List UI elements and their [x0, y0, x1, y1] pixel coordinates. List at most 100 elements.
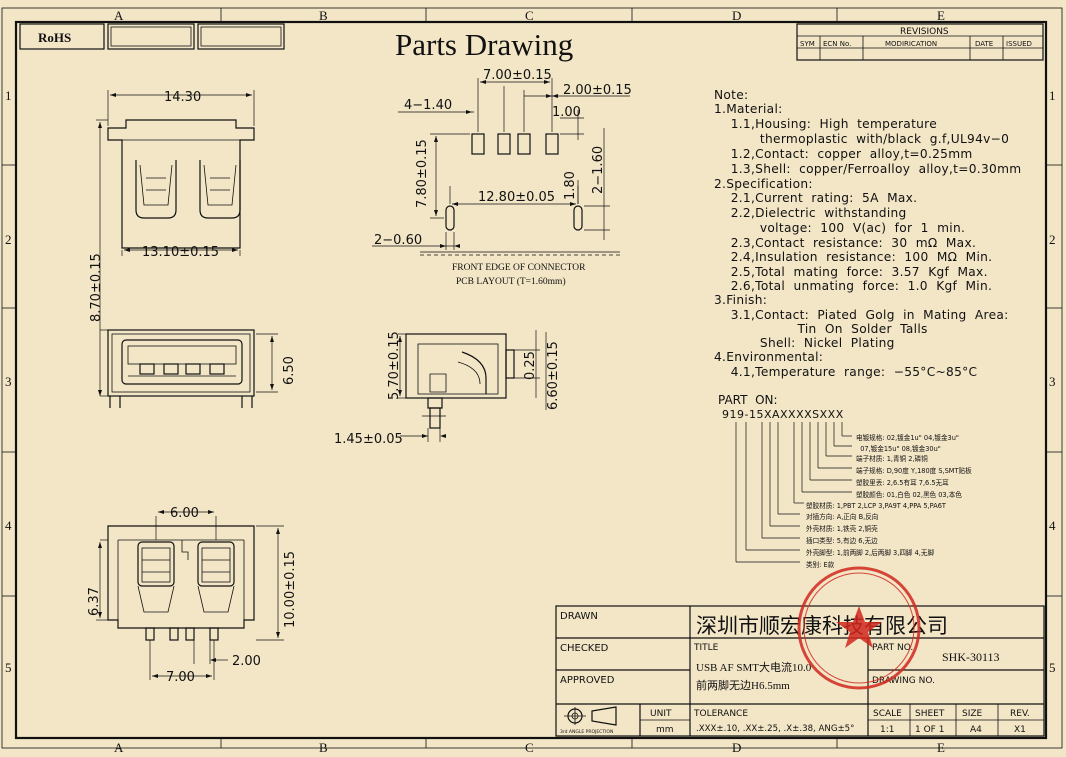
dim-top-width: 14.30 — [164, 90, 201, 105]
col-d-top: D — [732, 8, 741, 23]
part-on-label: PART ON: — [718, 393, 778, 407]
note-line: Tin On Solder Talls — [714, 322, 928, 336]
note-line: 3.Finish: — [714, 293, 768, 307]
dim-pcb-180: 1.80 — [563, 171, 578, 200]
note-line: 2.2,Dielectric withstanding — [714, 206, 907, 220]
rohs-label: RoHS — [38, 30, 71, 45]
dim-pcb-260: 2−0.60 — [374, 233, 422, 248]
row-5-left: 5 — [5, 660, 12, 675]
dim-pcb-100: 1.00 — [552, 105, 581, 120]
note-line: 2.5,Total mating force: 3.57 Kgf Max. — [714, 265, 988, 279]
revisions-title: REVISIONS — [900, 27, 949, 37]
bottom-view — [96, 510, 284, 680]
border-ticks — [2, 8, 1062, 748]
dim-pcb-160: 2−1.60 — [591, 146, 606, 194]
rev-col-issued: ISSUED — [1006, 40, 1032, 48]
note-line: Shell: Nickel Plating — [714, 336, 895, 350]
label-part-no: PART NO. — [872, 643, 913, 653]
top-view — [107, 90, 255, 256]
row-4-left: 4 — [5, 518, 12, 533]
row-5-right: 5 — [1049, 660, 1056, 675]
legend-item: 塑胶颜色: 01,白色 02,黑色 03,本色 — [856, 491, 962, 499]
dim-height-650: 6.50 — [282, 356, 297, 385]
label-unit: UNIT — [650, 709, 672, 719]
legend-item: 电镀规格: 02,镀金1u" 04,镀金3u" — [856, 434, 959, 442]
col-a-top: A — [114, 8, 124, 23]
part-no-value: SHK-30113 — [942, 650, 1000, 664]
row-1-left: 1 — [5, 88, 12, 103]
rev-col-sym: SYM — [800, 40, 815, 48]
dim-pcb-4x140: 4−1.40 — [404, 98, 452, 113]
label-rev: REV. — [1010, 709, 1030, 719]
dim-pcb-200: 2.00±0.15 — [563, 83, 632, 98]
dim-bottom-1000: 10.00±0.15 — [283, 551, 298, 628]
dim-pcb-780: 7.80±0.15 — [415, 139, 430, 208]
note-line: 2.6,Total unmating force: 1.0 Kgf Min. — [714, 279, 993, 293]
dim-bottom-700: 7.00 — [166, 670, 195, 685]
label-tolerance: TOLERANCE — [693, 709, 748, 719]
col-b-top: B — [319, 8, 328, 23]
col-c-bottom: C — [525, 740, 534, 755]
outer-border — [1, 7, 1063, 749]
note-line: 4.1,Temperature range: −55°C~85°C — [714, 365, 978, 379]
inner-border — [14, 20, 1048, 740]
label-checked: CHECKED — [560, 643, 609, 654]
scale-value: 1:1 — [880, 725, 894, 735]
legend-item: 类别: E款 — [806, 561, 835, 569]
note-line: 2.4,Insulation resistance: 100 MΩ Min. — [714, 250, 993, 264]
projection-label: 3rd ANGLE PROJECTION — [560, 729, 613, 735]
row-4-right: 4 — [1049, 518, 1056, 533]
legend-item: 端子材质: 1,青铜 2,磷铜 — [856, 455, 928, 463]
row-2-right: 2 — [1049, 232, 1056, 247]
label-sheet: SHEET — [915, 709, 945, 719]
dim-bottom-600: 6.00 — [170, 506, 199, 521]
note-line: 4.Environmental: — [714, 350, 824, 364]
dim-top-inner: 13.10±0.15 — [142, 245, 219, 260]
revisions-table: REVISIONS SYM ECN No. MODIRICATION DATE … — [796, 23, 1044, 61]
legend-item: 07,镀金15u" 08,镀金30u" — [856, 445, 941, 453]
pcb-caption-2: PCB LAYOUT (T=1.60mm) — [456, 276, 566, 287]
row-2-left: 2 — [5, 232, 12, 247]
side-view — [398, 330, 547, 442]
note-line: 1.Material: — [714, 102, 783, 116]
size-value: A4 — [970, 725, 982, 735]
col-e-top: E — [937, 8, 945, 23]
note-line: 2.1,Current rating: 5A Max. — [714, 191, 918, 205]
row-3-left: 3 — [5, 374, 12, 389]
label-scale: SCALE — [873, 709, 902, 719]
dim-bottom-637: 6.37 — [87, 587, 102, 616]
note-line: 3.1,Contact: Piated Golg in Mating Area: — [714, 308, 1009, 322]
pcb-layout — [372, 78, 630, 256]
col-a-bottom: A — [114, 740, 124, 755]
tolerance-value: .XXX±.10, .XX±.25, .X±.38, ANG±5° — [696, 724, 854, 734]
label-title: TITLE — [693, 643, 719, 653]
note-line: 1.3,Shell: copper/Ferroalloy alloy,t=0.3… — [714, 162, 1022, 176]
title-line-2: 前两脚无边H6.5mm — [696, 678, 790, 692]
unit-value: mm — [656, 725, 674, 735]
company-name: 深圳市顺宏康科技有限公司 — [696, 614, 948, 638]
legend-item: 插口类型: 5,有边 6,无边 — [806, 537, 878, 545]
col-c-top: C — [525, 8, 534, 23]
part-code-leaders — [735, 422, 852, 563]
note-line: Note: — [714, 88, 749, 102]
part-code: 919-15XAXXXXSXXX — [722, 408, 844, 421]
legend-item: 塑胶材质: 1,PBT 2,LCP 3,PA9T 4,PPA 5,PA6T — [806, 502, 946, 510]
col-d-bottom: D — [732, 740, 741, 755]
rev-col-modification: MODIRICATION — [885, 40, 937, 48]
pcb-caption-1: FRONT EDGE OF CONNECTOR — [452, 263, 586, 273]
legend-item: 端子规格: D,90度 Y,180度 S,SMT贴板 — [856, 467, 972, 475]
rev-col-date: DATE — [975, 40, 993, 48]
legend-item: 塑胶里丢: 2,6.5有耳 7,6.5无耳 — [856, 479, 949, 487]
note-line: 2.3,Contact resistance: 30 mΩ Max. — [714, 236, 977, 250]
rev-col-ecn: ECN No. — [823, 40, 851, 48]
front-view — [96, 119, 278, 408]
note-line: 1.1,Housing: High temperature — [714, 117, 938, 131]
label-approved: APPROVED — [560, 675, 615, 686]
company-seal-icon — [797, 566, 921, 690]
note-line: 1.2,Contact: copper alloy,t=0.25mm — [714, 147, 973, 161]
dim-height-870: 8.70±0.15 — [89, 253, 104, 322]
dim-bottom-200: 2.00 — [232, 654, 261, 669]
col-e-bottom: E — [937, 740, 945, 755]
dim-side-025: 0.25 — [523, 351, 538, 380]
